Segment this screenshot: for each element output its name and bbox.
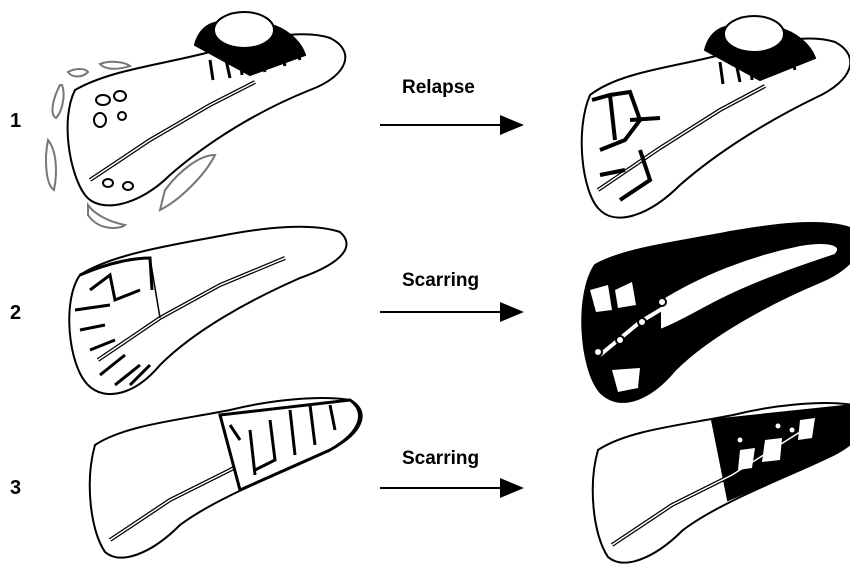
row-3-after-drawing bbox=[593, 403, 850, 563]
row-1-after-drawing bbox=[582, 16, 850, 218]
row-2-after-drawing bbox=[582, 223, 850, 402]
row-3-before-drawing bbox=[90, 398, 362, 558]
row-2-before-drawing bbox=[69, 227, 346, 394]
row-1-before-drawing bbox=[46, 12, 345, 228]
